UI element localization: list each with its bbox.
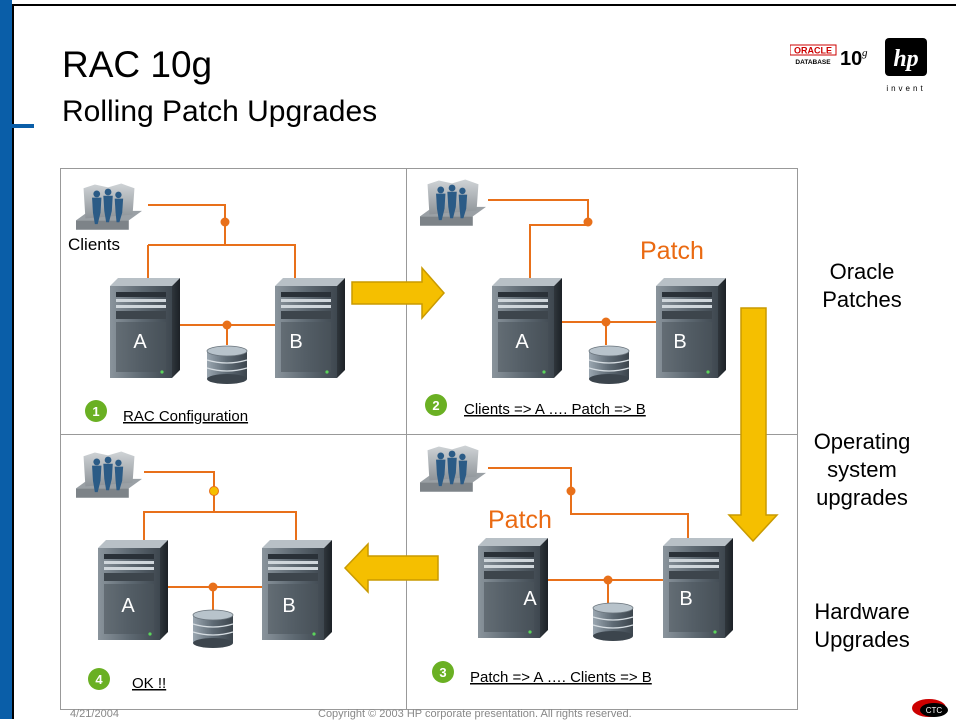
network-node bbox=[220, 217, 230, 227]
network-node bbox=[566, 486, 576, 496]
server-a-label: A bbox=[523, 588, 537, 610]
server-b-label: B bbox=[673, 331, 686, 353]
footer-date: 4/21/2004 bbox=[70, 708, 119, 720]
network-node bbox=[208, 582, 218, 592]
shared-storage-icon bbox=[206, 345, 248, 385]
panel-1: Clients A B 1 RAC Configuration bbox=[68, 183, 345, 425]
clients-icon bbox=[76, 183, 142, 230]
svg-text:hp: hp bbox=[893, 46, 918, 72]
grid-vertical-divider bbox=[406, 168, 407, 710]
step-badge bbox=[88, 668, 110, 690]
server-a-icon bbox=[478, 538, 548, 638]
network-node bbox=[603, 575, 613, 585]
title-accent bbox=[0, 124, 34, 128]
server-a-icon bbox=[492, 278, 562, 378]
step-caption: Clients => A …. Patch => B bbox=[464, 401, 646, 418]
server-a-label: A bbox=[121, 595, 135, 617]
step-badge bbox=[425, 394, 447, 416]
network-node bbox=[222, 320, 232, 330]
shared-storage-icon bbox=[592, 602, 634, 642]
panel-3: Patch A B 3 Patch => A …. Clients => B bbox=[420, 445, 733, 686]
server-a-icon bbox=[110, 278, 180, 378]
svg-text:CTC: CTC bbox=[926, 706, 943, 715]
footer-copyright: Copyright © 2003 HP corporate presentati… bbox=[318, 708, 632, 720]
network-node bbox=[209, 486, 219, 496]
server-b-icon bbox=[262, 540, 332, 640]
server-a-label: A bbox=[515, 331, 529, 353]
shared-storage-icon bbox=[588, 345, 630, 385]
clients-icon bbox=[76, 451, 142, 498]
slide-subtitle: Rolling Patch Upgrades bbox=[62, 95, 378, 128]
os-upgrades-label: Operating system upgrades bbox=[813, 429, 911, 510]
panel-2: Patch A B 2 Clients => A …. Patch => B bbox=[420, 179, 726, 418]
step-caption: RAC Configuration bbox=[123, 408, 248, 425]
step-number: 1 bbox=[92, 404, 99, 419]
server-b-label: B bbox=[679, 588, 692, 610]
arrow-down bbox=[727, 307, 779, 543]
network-node bbox=[601, 317, 611, 327]
grid-horizontal-divider bbox=[60, 434, 798, 435]
diagram-grid bbox=[60, 168, 798, 710]
step-badge bbox=[85, 400, 107, 422]
step-number: 3 bbox=[439, 665, 446, 680]
patch-label: Patch bbox=[488, 506, 552, 534]
patch-label: Patch bbox=[640, 237, 704, 265]
network-wires bbox=[488, 199, 660, 345]
oracle-database-logo: ORACLE DATABASE 10 g bbox=[790, 44, 868, 69]
svg-text:invent: invent bbox=[886, 84, 925, 93]
oracle-patches-label: Oracle Patches bbox=[822, 259, 902, 312]
hp-logo: hp invent bbox=[885, 38, 927, 93]
hardware-upgrades-label: Hardware Upgrades bbox=[814, 599, 910, 652]
server-a-label: A bbox=[133, 331, 147, 353]
server-b-icon bbox=[275, 278, 345, 378]
server-b-label: B bbox=[289, 331, 302, 353]
step-caption: Patch => A …. Clients => B bbox=[470, 669, 652, 686]
svg-text:ORACLE: ORACLE bbox=[794, 46, 832, 56]
clients-icon bbox=[420, 179, 486, 226]
slide-title: RAC 10g bbox=[62, 44, 213, 85]
shared-storage-icon bbox=[192, 609, 234, 649]
server-a-icon bbox=[98, 540, 168, 640]
flow-arrows bbox=[343, 266, 779, 594]
step-number: 4 bbox=[95, 672, 103, 687]
server-b-label: B bbox=[282, 595, 295, 617]
panel-4: A B 4 OK !! bbox=[76, 451, 332, 692]
clients-label: Clients bbox=[68, 235, 120, 254]
server-b-icon bbox=[656, 278, 726, 378]
svg-text:g: g bbox=[862, 47, 868, 59]
svg-text:10: 10 bbox=[840, 48, 862, 69]
clients-icon bbox=[420, 445, 486, 492]
arrow-right bbox=[351, 266, 445, 320]
ctc-logo: CTC bbox=[912, 699, 948, 717]
top-rule bbox=[12, 4, 956, 6]
step-number: 2 bbox=[432, 398, 439, 413]
left-accent-bar bbox=[0, 0, 12, 719]
step-badge bbox=[432, 661, 454, 683]
svg-text:DATABASE: DATABASE bbox=[795, 59, 831, 66]
server-b-icon bbox=[663, 538, 733, 638]
left-rule bbox=[12, 4, 14, 719]
step-caption: OK !! bbox=[132, 675, 166, 692]
arrow-left bbox=[343, 542, 439, 594]
network-node bbox=[583, 217, 593, 227]
